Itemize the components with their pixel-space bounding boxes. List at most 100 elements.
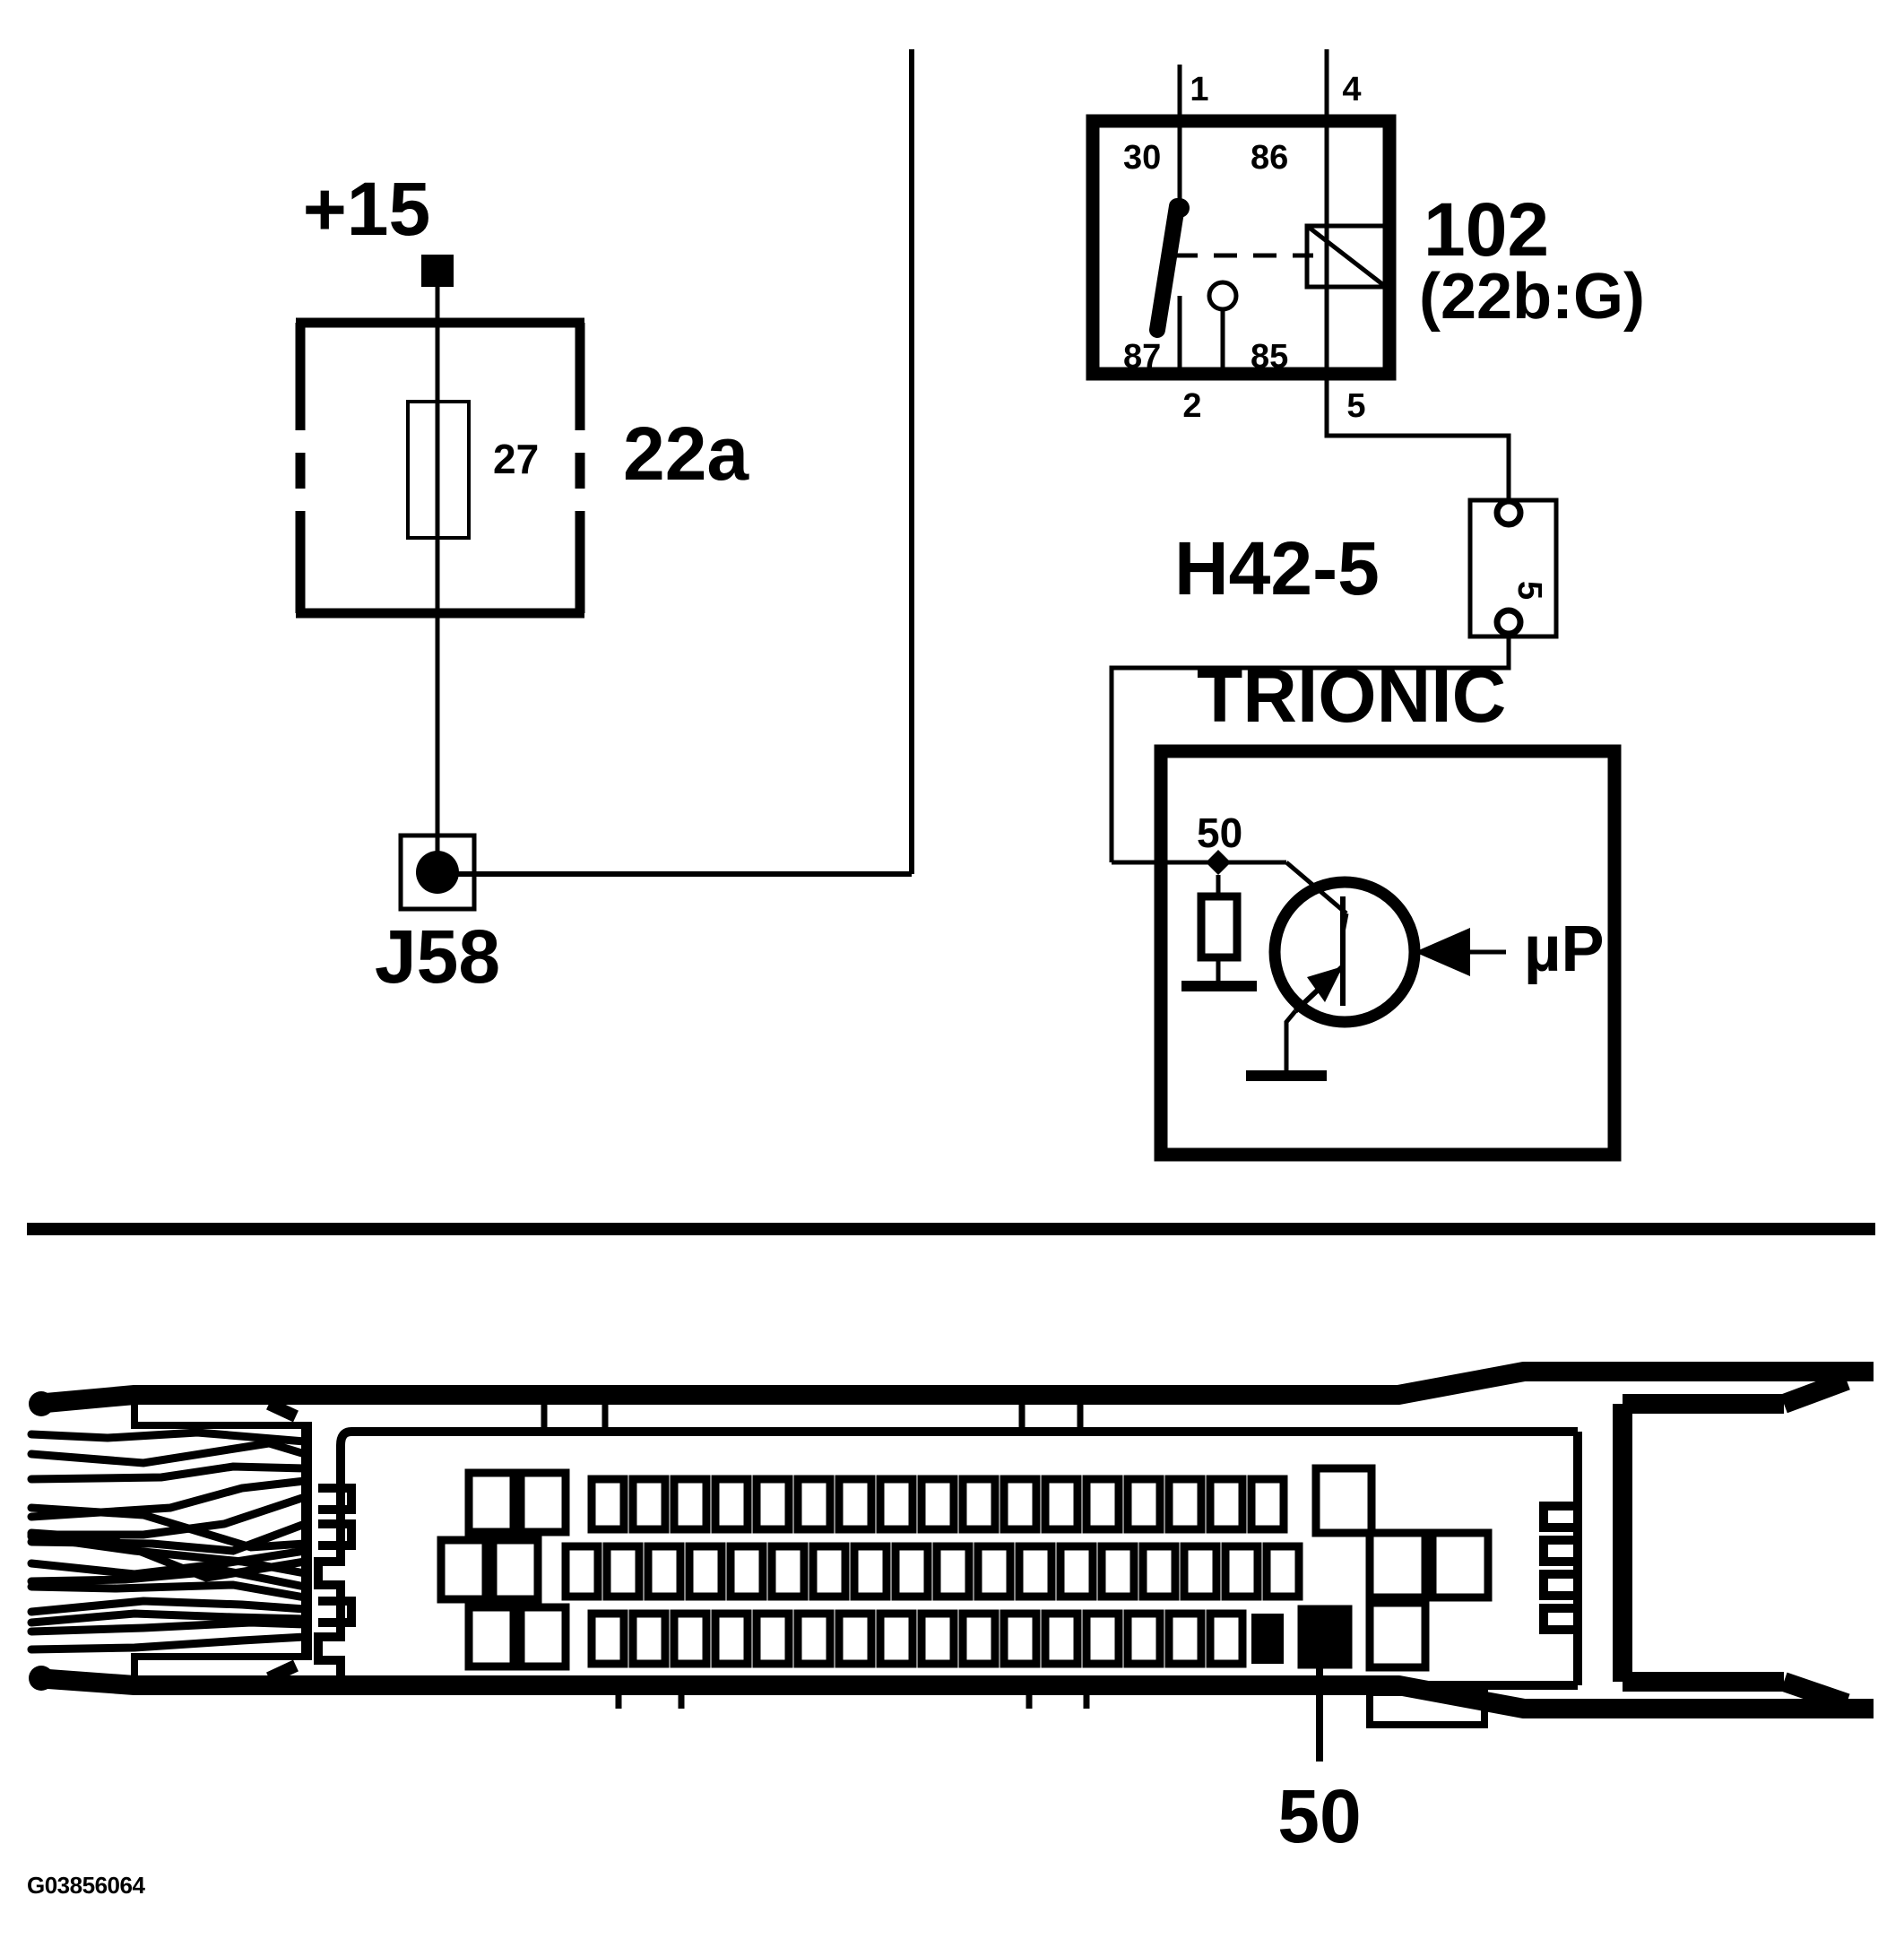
pin-large-right xyxy=(1365,1598,1430,1672)
processor-signal-arrow xyxy=(1415,928,1470,976)
pin-row-bottom xyxy=(464,1598,1430,1672)
relay-pin-1: 1 xyxy=(1190,71,1208,108)
pin-highlighted-50 xyxy=(1297,1605,1353,1669)
relay-coil-diagonal xyxy=(1305,224,1388,289)
relay-pin-4: 4 xyxy=(1342,71,1361,108)
pin-small xyxy=(685,1542,726,1601)
relay-pin-5: 5 xyxy=(1346,387,1365,425)
pin-small xyxy=(726,1542,767,1601)
boot-bottom-notch xyxy=(266,1659,299,1684)
housing-right-ribs xyxy=(1539,1502,1578,1634)
pin-small xyxy=(752,1609,793,1668)
relay-102: 30 86 87 85 1 4 2 5 xyxy=(1086,49,1397,425)
shell-top-band xyxy=(35,1362,1874,1414)
wire-strand xyxy=(27,1546,309,1579)
splice-dot xyxy=(416,851,459,894)
pin-small xyxy=(809,1542,850,1601)
relay-terminal-85: 85 xyxy=(1251,338,1288,376)
housing-left-edge xyxy=(314,1427,352,1685)
housing-top-tabs xyxy=(541,1395,1084,1429)
relay-body xyxy=(1086,114,1397,381)
shell-bottom-left-cap xyxy=(29,1666,54,1691)
pin-row-top xyxy=(464,1464,1376,1537)
fuse-box-designation: 22a xyxy=(623,411,749,496)
pin-small xyxy=(602,1542,644,1601)
relay-fixed-contact xyxy=(1207,280,1239,312)
transistor-collector-lead xyxy=(1340,913,1349,933)
relay-to-connector-wire xyxy=(1324,403,1511,502)
pin-small xyxy=(587,1475,628,1534)
relay-terminal-87: 87 xyxy=(1123,338,1161,376)
pin-small xyxy=(835,1609,876,1668)
pin-small xyxy=(1164,1475,1206,1534)
module-terminal-label: 50 xyxy=(1197,809,1242,856)
pin-large-right xyxy=(1311,1464,1376,1537)
pin-small xyxy=(974,1542,1015,1601)
pin-large xyxy=(516,1468,570,1536)
splice-label: J58 xyxy=(375,914,500,999)
pin-small xyxy=(670,1475,711,1534)
rib xyxy=(1539,1502,1578,1532)
pin-small xyxy=(958,1475,1000,1534)
pin-small xyxy=(1082,1609,1123,1668)
pin-small xyxy=(1180,1542,1221,1601)
pin-large xyxy=(489,1536,542,1604)
shell-top-left-cap xyxy=(29,1391,54,1416)
rib xyxy=(318,1597,356,1627)
pin-small xyxy=(711,1475,752,1534)
connector-pin-number: 5 xyxy=(1510,581,1548,600)
rib xyxy=(318,1519,356,1550)
pin-small xyxy=(670,1609,711,1668)
pin-large xyxy=(437,1536,490,1604)
pin-large-right xyxy=(1365,1528,1430,1602)
relay-contact-arm xyxy=(1149,198,1185,338)
pin-small xyxy=(1000,1475,1041,1534)
pin-large xyxy=(464,1603,518,1671)
rib xyxy=(1539,1536,1578,1566)
connector-h42-5: 5 xyxy=(1467,498,1559,639)
wire-strand xyxy=(27,1566,309,1591)
pin-small xyxy=(1041,1475,1082,1534)
wire-strand xyxy=(27,1503,309,1552)
pin-small xyxy=(644,1542,685,1601)
lever-top-hook xyxy=(1780,1371,1850,1414)
pin-small xyxy=(917,1475,958,1534)
wire-strand xyxy=(27,1428,309,1446)
pin-small xyxy=(793,1609,835,1668)
connector-to-module-wire xyxy=(1109,636,1511,862)
connector-terminal-bottom xyxy=(1493,607,1524,637)
pin-large xyxy=(516,1603,570,1671)
pin-small xyxy=(850,1542,891,1601)
module-junction-diamond xyxy=(1206,850,1231,875)
relay-terminal-86: 86 xyxy=(1251,139,1288,177)
pin-large-right xyxy=(1428,1528,1493,1602)
wire-strand xyxy=(27,1632,309,1654)
schematic-section: +15 27 xyxy=(295,49,1645,1162)
pin-large xyxy=(464,1468,518,1536)
pin-small xyxy=(1097,1542,1138,1601)
section-divider xyxy=(27,1223,1875,1235)
rib xyxy=(318,1484,356,1514)
wire-strand xyxy=(27,1609,309,1627)
pin-small xyxy=(1247,1475,1288,1534)
pin-small xyxy=(1082,1475,1123,1534)
pin-row-middle xyxy=(437,1528,1493,1604)
figure-id-code: G03856064 xyxy=(27,1872,145,1899)
relay-sub-designation: (22b:G) xyxy=(1419,261,1645,333)
boot-top-edge xyxy=(131,1404,312,1429)
relay-designation: 102 xyxy=(1424,187,1549,272)
pin-small xyxy=(711,1609,752,1668)
connector-terminal-top xyxy=(1493,498,1524,528)
pin-small xyxy=(891,1542,932,1601)
fuse-box-22a xyxy=(295,317,585,619)
module-title: TRIONIC xyxy=(1197,654,1506,738)
pin-small xyxy=(1000,1609,1041,1668)
processor-label: µP xyxy=(1524,913,1605,985)
transistor-emitter-arrow xyxy=(1307,966,1343,1002)
wire-strand xyxy=(27,1462,309,1484)
pin-small xyxy=(1123,1609,1164,1668)
callout-pin-label: 50 xyxy=(1277,1774,1361,1858)
splice-box xyxy=(398,833,477,912)
